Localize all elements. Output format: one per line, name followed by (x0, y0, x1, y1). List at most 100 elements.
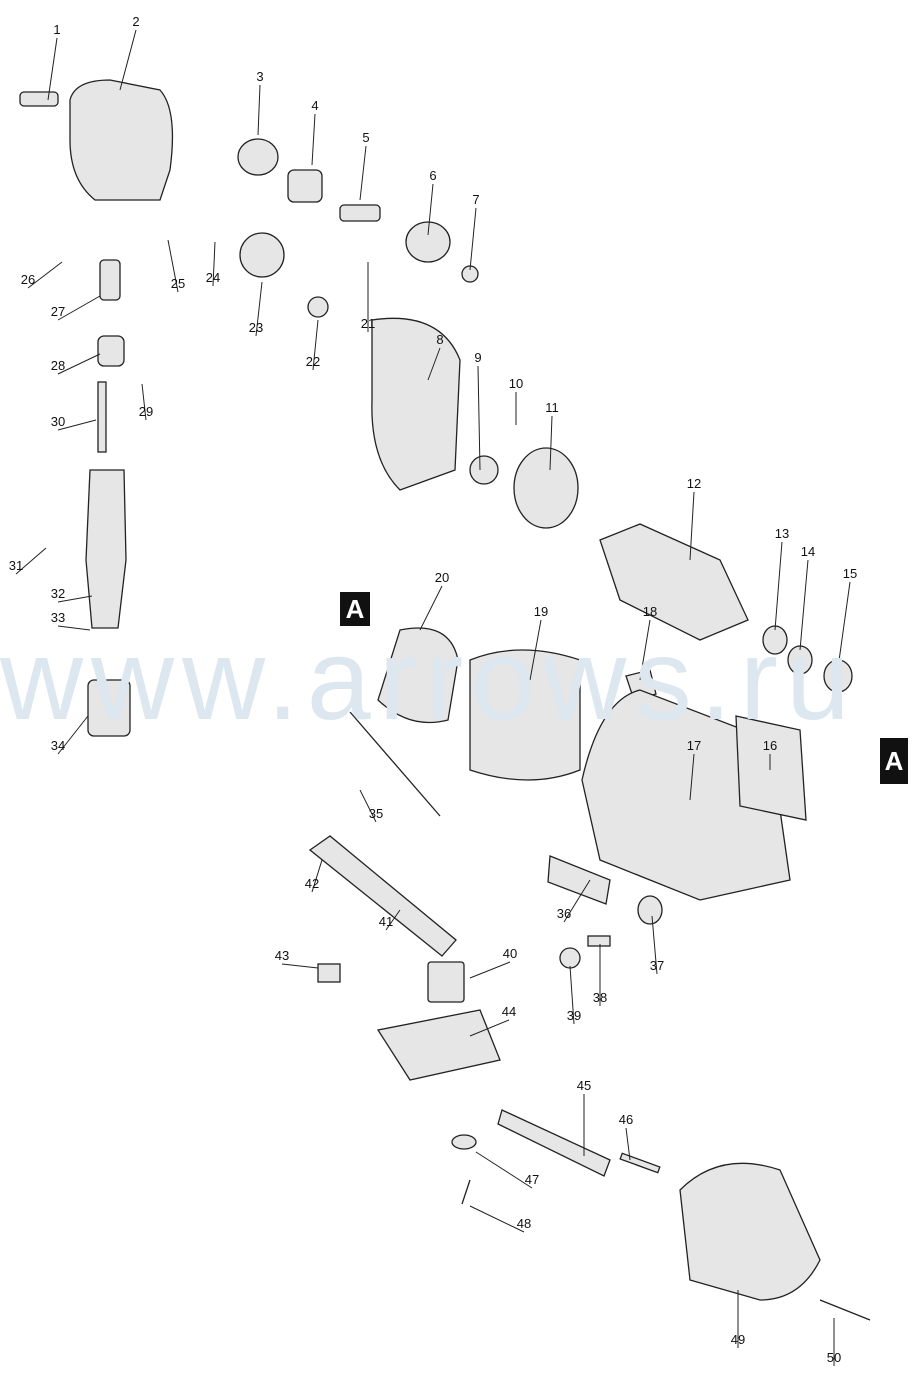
part-number-label: 6 (429, 168, 437, 183)
washer-22 (307, 296, 329, 318)
punch-30 (97, 381, 107, 453)
brush-holder-plate-44 (376, 1009, 501, 1081)
nut-34 (87, 679, 131, 737)
leader-line-32 (57, 595, 93, 603)
brush-holder-37 (637, 895, 663, 925)
label-36 (547, 855, 611, 905)
leader-line-34 (57, 715, 89, 755)
screw-48 (461, 1179, 471, 1205)
leader-line-18 (639, 619, 651, 681)
part-number-label: 2 (132, 14, 140, 29)
part-number-label: 37 (649, 958, 665, 973)
die-holder-32 (85, 469, 127, 629)
leader-line-42 (311, 859, 323, 893)
leader-line-44 (469, 1019, 510, 1037)
part-number-label: 46 (618, 1112, 634, 1127)
part-number-label: 27 (50, 304, 66, 319)
part-number-label: 13 (774, 526, 790, 541)
noise-suppressor-43 (317, 963, 341, 983)
leader-line-23 (255, 281, 263, 337)
carbon-brush-38 (587, 935, 611, 947)
part-number-label: 23 (248, 320, 264, 335)
part-number-label: 3 (256, 69, 264, 84)
part-number-label: 22 (305, 354, 321, 369)
part-number-label: 1 (53, 22, 61, 37)
leader-line-31 (15, 547, 47, 575)
part-number-label: 14 (800, 544, 816, 559)
part-number-label: 8 (436, 332, 444, 347)
part-number-label: 39 (566, 1008, 582, 1023)
leader-line-4 (311, 113, 316, 166)
spindle-5 (339, 204, 381, 222)
reference-marker-a-left: A (340, 592, 370, 626)
screw-35 (349, 711, 441, 817)
part-number-label: 12 (686, 476, 702, 491)
part-number-label: 5 (362, 130, 370, 145)
leader-line-43 (281, 963, 319, 969)
rear-cover-49 (679, 1162, 821, 1301)
leader-line-33 (57, 625, 91, 631)
part-number-label: 48 (516, 1216, 532, 1231)
baffle-plate-20 (377, 627, 459, 724)
part-number-label: 18 (642, 604, 658, 619)
part-number-label: 25 (170, 276, 186, 291)
leader-line-22 (312, 319, 319, 371)
brush-cap-39 (559, 947, 581, 969)
part-number-label: 21 (360, 316, 376, 331)
leader-line-7 (469, 207, 477, 271)
part-number-label: 43 (274, 948, 290, 963)
screw-50 (819, 1299, 871, 1321)
leader-line-15 (837, 581, 851, 669)
leader-line-39 (569, 965, 575, 1025)
leader-line-41 (385, 909, 401, 931)
cord-46 (619, 1152, 661, 1174)
fan-11 (513, 447, 579, 529)
part-number-label: 38 (592, 990, 608, 1005)
leader-line-13 (774, 541, 783, 631)
part-number-label: 26 (20, 272, 36, 287)
holder-28 (97, 335, 125, 367)
leader-line-20 (419, 585, 443, 631)
leader-line-17 (689, 753, 695, 801)
part-number-label: 16 (762, 738, 778, 753)
leader-line-28 (57, 353, 101, 375)
part-number-label: 29 (138, 404, 154, 419)
part-number-label: 10 (508, 376, 524, 391)
part-number-label: 11 (545, 400, 559, 415)
part-number-label: 34 (50, 738, 66, 753)
leader-line-1 (47, 37, 58, 101)
plunger-27 (99, 259, 121, 301)
part-number-label: 47 (524, 1172, 540, 1187)
leader-line-8 (427, 347, 441, 381)
part-number-label: 36 (556, 906, 572, 921)
part-number-label: 44 (501, 1004, 517, 1019)
part-number-label: 17 (686, 738, 702, 753)
leader-line-36 (563, 879, 591, 923)
leader-line-27 (57, 295, 101, 321)
part-number-label: 28 (50, 358, 66, 373)
part-number-label: 49 (730, 1332, 746, 1347)
leader-line-29 (141, 383, 147, 421)
part-number-label: 30 (50, 414, 66, 429)
leader-line-19 (529, 619, 542, 681)
part-number-label: 4 (311, 98, 319, 113)
part-number-label: 9 (474, 350, 482, 365)
field-19 (469, 649, 581, 781)
name-plate-16 (735, 715, 807, 821)
switch-lever-42 (308, 835, 457, 957)
part-number-label: 20 (434, 570, 450, 585)
ball-bearing-9 (469, 455, 499, 485)
part-number-label: 31 (8, 558, 24, 573)
leader-line-2 (119, 29, 137, 91)
screw-1 (19, 91, 59, 107)
strain-relief-45 (497, 1109, 611, 1177)
bearing-box-15 (823, 659, 853, 693)
reference-marker-a-right: A (880, 738, 908, 784)
leader-line-46 (625, 1127, 631, 1161)
part-number-label: 45 (576, 1078, 592, 1093)
leader-line-11 (549, 415, 553, 471)
leader-line-5 (359, 145, 367, 201)
part-number-label: 24 (205, 270, 221, 285)
leader-line-40 (469, 961, 511, 979)
